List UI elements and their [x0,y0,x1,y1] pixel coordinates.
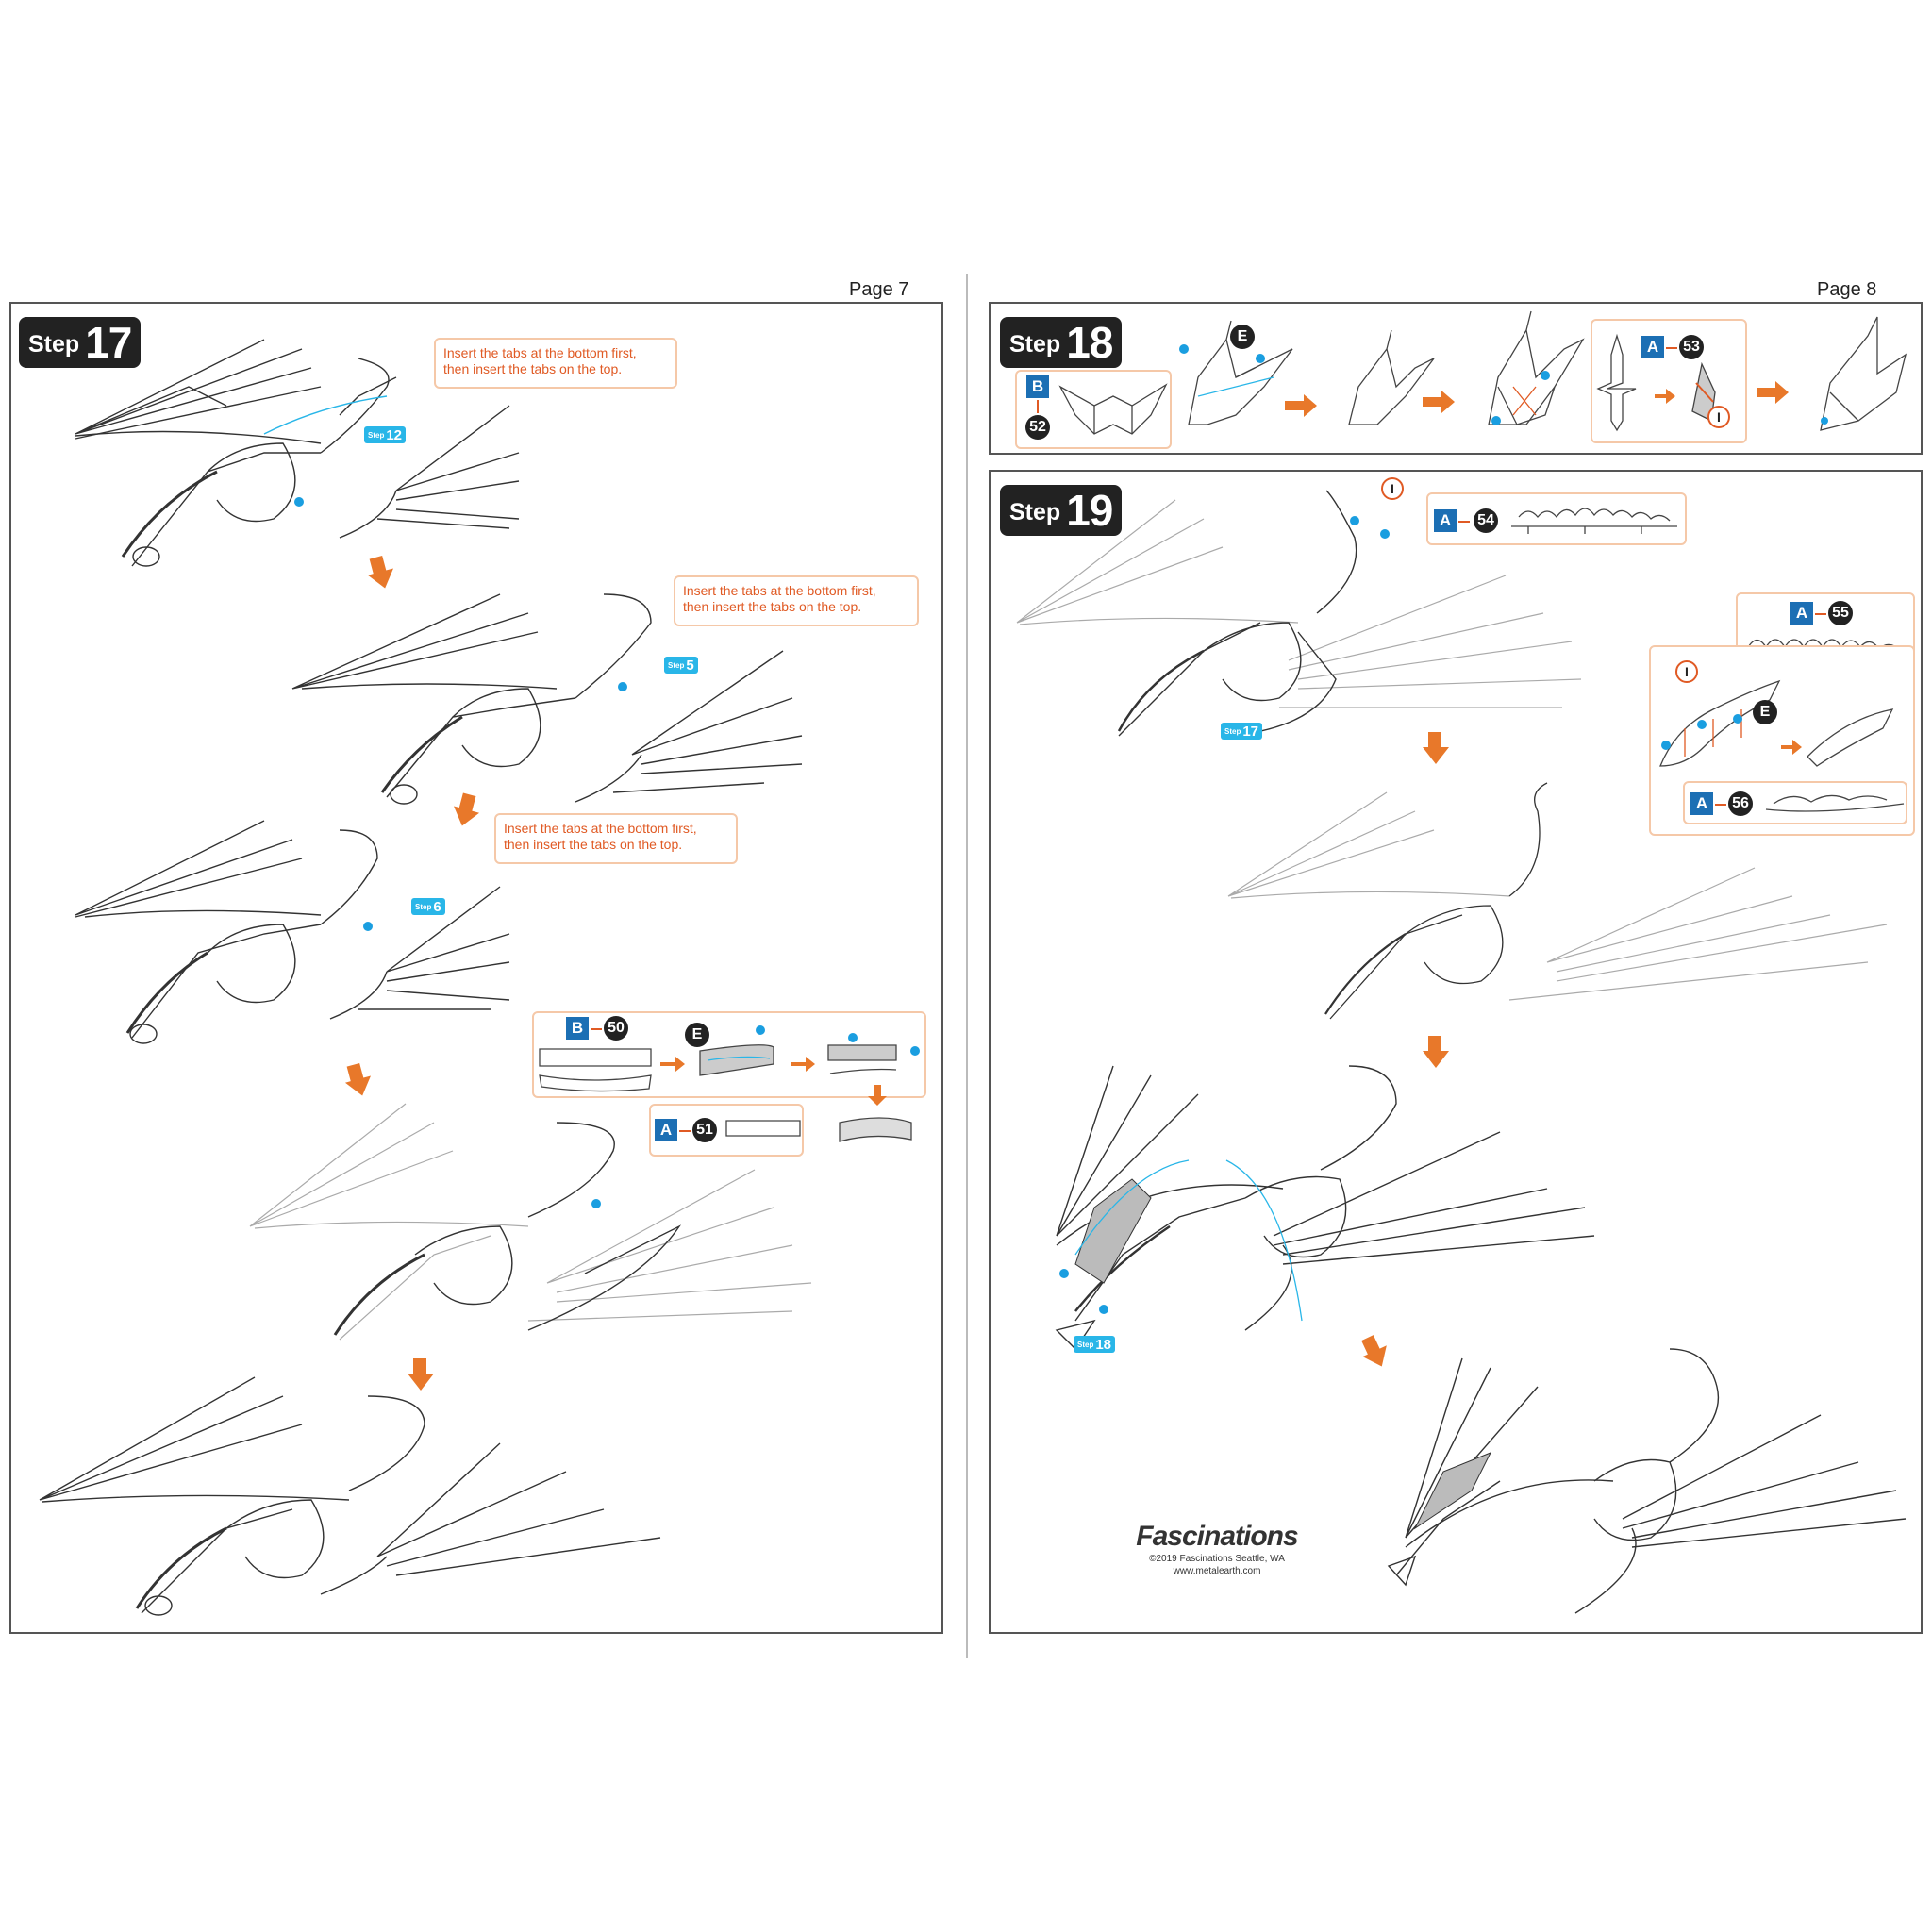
arrow-down-1 [367,556,394,589]
fascinations-logo: Fascinations [1136,1521,1298,1552]
part-number-52: 52 [1025,415,1050,440]
marker-e-2: E [1230,325,1255,349]
marker-i-2: I [1381,477,1404,500]
brand-block: Fascinations ©2019 Fascinations Seattle,… [1113,1521,1321,1577]
sheet-tag-a-51: A [655,1119,677,1141]
arrow-right-1 [1285,394,1317,417]
marker-e-1: E [685,1023,709,1047]
part-number-54: 54 [1474,508,1498,533]
page-number-7: Page 7 [849,279,909,300]
head-assembly-final [1820,316,1907,431]
dragon-illustration-1 [75,339,520,567]
tag-connector [1815,613,1826,615]
part-number-56: 56 [1728,791,1753,816]
part-52-drawing [1058,383,1168,435]
marker-i-1: I [1707,406,1730,428]
part-number-53: 53 [1679,335,1704,359]
instruction-note-3: Insert the tabs at the bottom first, the… [494,813,738,864]
sheet-tag-a-56: A [1690,792,1713,815]
tag-connector [679,1130,691,1132]
arrow-down-5 [1423,732,1449,764]
sub-assembly-box-54 [1426,492,1687,545]
arrow-down-3 [344,1063,372,1096]
part-number-50: 50 [604,1016,628,1041]
arrow-down-4 [408,1358,434,1391]
tag-connector [1458,521,1470,523]
dragon-illustration-final [1387,1348,1907,1614]
arrow-down-7 [1361,1335,1387,1367]
head-assembly-2 [1348,329,1435,425]
arrow-right-3 [1757,381,1789,404]
dragon-illustration-7 [1227,782,1888,1020]
tag-connector [1037,400,1039,413]
sheet-tag-b-50: B [566,1017,589,1040]
part-56-assembly-drawing [1659,679,1894,767]
tag-connector [1715,804,1726,806]
website-text: www.metalearth.com [1173,1566,1261,1576]
marker-i-3: I [1675,660,1698,683]
dragon-illustration-6 [1016,490,1582,737]
sheet-tag-a-55: A [1790,602,1813,625]
part-56-drawing [1765,794,1905,812]
instruction-note-1: Insert the tabs at the bottom first, the… [434,338,677,389]
part-50-drawing [539,1025,920,1092]
arrow-right-2 [1423,391,1455,413]
dragon-illustration-8 [1055,1065,1595,1351]
tag-connector [1666,347,1677,349]
arrow-down-6 [1423,1036,1449,1068]
part-54-drawing [1511,508,1677,534]
sheet-tag-b-52: B [1026,375,1049,398]
page-number-8: Page 8 [1817,279,1877,300]
sheet-tag-a-53: A [1641,336,1664,358]
part-51-drawing [725,1085,912,1142]
instruction-note-2: Insert the tabs at the bottom first, the… [674,575,919,626]
part-number-55: 55 [1828,601,1853,625]
marker-e-3: E [1753,700,1777,724]
sub-assembly-box-56-inner [1683,781,1907,824]
tag-connector [591,1028,602,1030]
dragon-illustration-5 [39,1376,661,1616]
sheet-tag-a-54: A [1434,509,1457,532]
part-53-drawing [1596,333,1716,432]
head-assembly-1 [1179,320,1293,425]
copyright-text: ©2019 Fascinations Seattle, WA [1149,1554,1285,1564]
part-number-51: 51 [692,1118,717,1142]
page-divider [966,274,968,1658]
head-assembly-3 [1488,310,1585,425]
dragon-illustration-2 [291,593,803,805]
arrow-down-2 [453,792,480,826]
dragon-illustration-4 [249,1103,812,1341]
dragon-illustration-3 [75,820,510,1044]
